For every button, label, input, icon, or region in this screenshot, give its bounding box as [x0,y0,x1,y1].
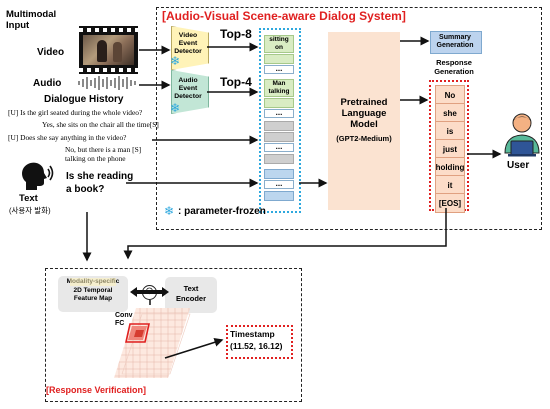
plm-sub: (GPT2-Medium) [336,134,392,143]
frozen-embedding-column: sitting on ... Man talking ... ... ... [259,28,301,213]
input-title: Multimodal Input [6,9,57,31]
video-thumbnail [79,26,138,74]
ellipsis-cell: ... [264,143,294,152]
history-cell [264,121,294,131]
dialogue-line: No, but there is a man [S] [65,145,142,154]
temporal-feature-map [114,308,191,378]
timestamp-value: (11.52, 16.12) [230,341,283,351]
text-encoder-card [165,277,217,313]
pretrained-language-model [328,32,400,210]
response-title: Response Generation [434,58,474,76]
summary-label: Summary Generation [436,34,474,49]
audio-label: Audio [33,78,62,89]
text-label: Text [19,193,38,204]
audio-waveform-icon [78,76,136,90]
response-token: [EOS] [435,193,465,213]
feature-map-highlight [70,278,116,286]
response-token-column: No she is just holding it [EOS] [429,80,469,213]
speaking-head-icon [22,162,54,190]
verification-panel [45,268,302,402]
dialogue-line: [U] Is the girl seated during the whole … [8,108,143,117]
summary-generation [430,31,482,54]
video-event-detector [171,26,209,70]
dialogue-line: talking on the phone [65,154,126,163]
timestamp-box [226,325,293,359]
audio-event-cell: Man talking [264,79,294,97]
text-encoder-label: Text Encoder [175,284,206,303]
timestamp-label: Timestamp [230,329,275,339]
question-cell [264,169,294,179]
dialogue-heading: Dialogue History [44,94,124,105]
system-title: [Audio-Visual Scene-aware Dialog System] [162,9,406,23]
legend-label: : parameter-frozen [178,206,266,217]
video-event-cell: sitting on [264,35,294,53]
top-audio-label: Top-4 [220,75,252,89]
ellipsis-cell: ... [264,109,294,118]
video-label: Video [37,47,65,58]
history-cell [264,132,294,142]
history-cell [264,154,294,164]
ellipsis-cell: ... [264,180,294,189]
snowflake-icon: ❄ [170,101,181,115]
dialogue-line: [U] Does she say anything in the video? [8,133,127,142]
video-detector-label: Video Event Detector [174,32,202,55]
video-event-cell [264,54,294,64]
conv-fc-label: Conv FC [115,312,133,327]
user-label: User [507,160,530,171]
snowflake-icon: ❄ [164,204,175,218]
audio-detector-label: Audio Event Detector [174,77,202,100]
verification-title: [Response Verification] [46,385,147,395]
ellipsis-cell: ... [264,65,294,74]
user-question: Is she reading a book? [66,171,134,195]
question-cell [264,191,294,201]
plm-label: Pretrained Language Model [340,97,388,130]
audio-event-cell [264,98,294,108]
top-video-label: Top-8 [220,27,252,41]
text-sub: (사용자 발화) [9,206,51,215]
user-icon [504,113,540,157]
snowflake-icon: ❄ [170,54,181,68]
dialogue-line: Yes, she sits on the chair all the time[… [42,120,159,129]
system-panel [156,7,542,230]
